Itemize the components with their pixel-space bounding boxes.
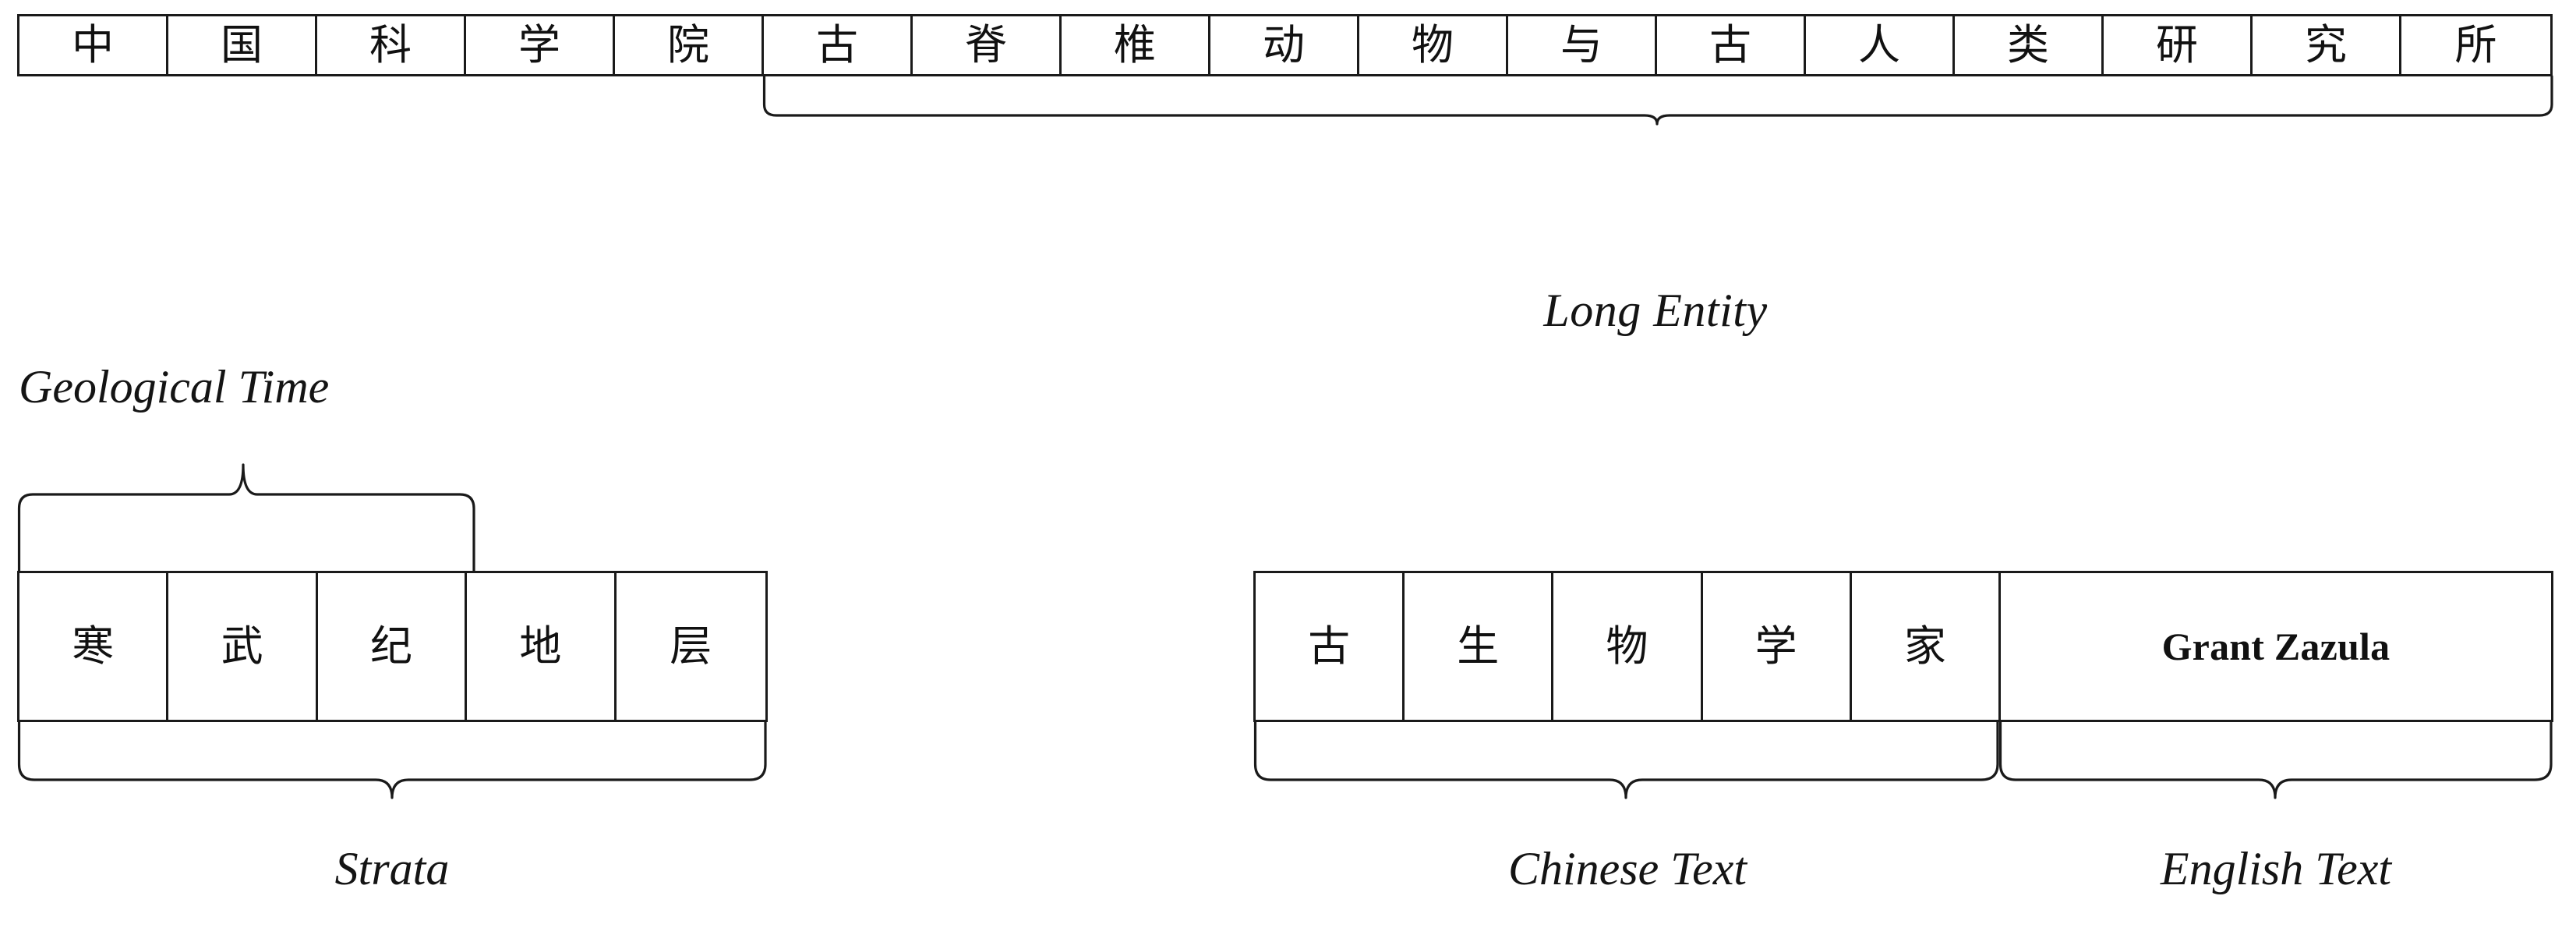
token-cell: 物 <box>1359 16 1508 74</box>
token-cell: 人 <box>1806 16 1955 74</box>
token-cell: 古 <box>764 16 913 74</box>
token-cell: 研 <box>2104 16 2253 74</box>
token-cell: 脊 <box>913 16 1062 74</box>
token-cell: 纪 <box>317 573 468 720</box>
token-cell: 院 <box>615 16 764 74</box>
token-cell: 物 <box>1553 573 1703 720</box>
token-cell: 家 <box>1851 573 2001 720</box>
strata-label: Strata <box>334 843 450 894</box>
token-cell: 层 <box>616 573 765 720</box>
token-cell: 生 <box>1405 573 1554 720</box>
strata-brace <box>17 721 767 799</box>
token-cell: 与 <box>1508 16 1657 74</box>
token-cell: 中 <box>19 16 168 74</box>
token-cell: 类 <box>1955 16 2104 74</box>
english-text-label: English Text <box>2160 843 2392 894</box>
chinese-text-brace <box>1253 721 1999 799</box>
token-cell: 动 <box>1210 16 1359 74</box>
token-cell: 地 <box>467 573 617 720</box>
token-cell: 学 <box>1702 573 1852 720</box>
token-cell: 所 <box>2401 16 2550 74</box>
token-cell: 寒 <box>19 573 169 720</box>
token-cell: 国 <box>168 16 317 74</box>
geological-time-label: Geological Time <box>19 361 330 413</box>
token-cell: 古 <box>1657 16 1806 74</box>
chinese-text-label: Chinese Text <box>1507 843 1747 894</box>
token-cell: 学 <box>466 16 615 74</box>
english-text-brace <box>1998 721 2553 799</box>
strata-token-row: 寒武纪地层 <box>17 571 768 722</box>
token-cell: 科 <box>317 16 466 74</box>
institute-token-row: 中国科学院古脊椎动物与古人类研究所 <box>17 14 2553 76</box>
long-entity-label: Long Entity <box>1543 285 1768 336</box>
token-cell: 武 <box>168 573 318 720</box>
token-cell: Grant Zazula <box>2000 573 2551 720</box>
token-cell: 椎 <box>1062 16 1210 74</box>
token-cell: 古 <box>1256 573 1405 720</box>
token-cell: 究 <box>2253 16 2401 74</box>
geological-time-brace <box>17 463 475 574</box>
long-entity-brace <box>762 75 2553 126</box>
